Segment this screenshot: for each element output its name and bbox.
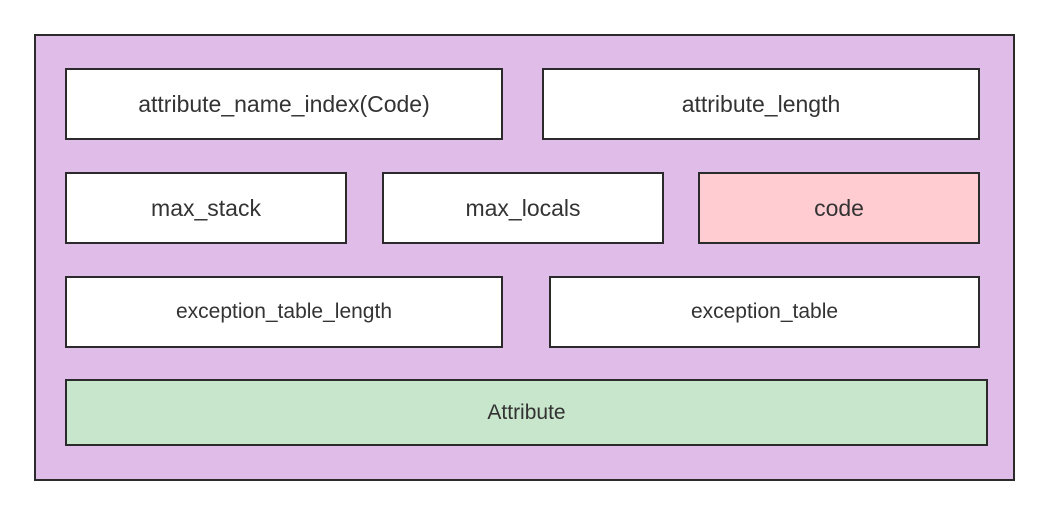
attribute-name-index-box: attribute_name_index(Code) xyxy=(65,68,503,140)
max-locals-box: max_locals xyxy=(382,172,664,244)
max-stack-box: max_stack xyxy=(65,172,347,244)
exception-table-length-box: exception_table_length xyxy=(65,276,503,348)
code-box: code xyxy=(698,172,980,244)
exception-table-box: exception_table xyxy=(549,276,980,348)
attribute-box: Attribute xyxy=(65,379,988,446)
attribute-length-box: attribute_length xyxy=(542,68,980,140)
